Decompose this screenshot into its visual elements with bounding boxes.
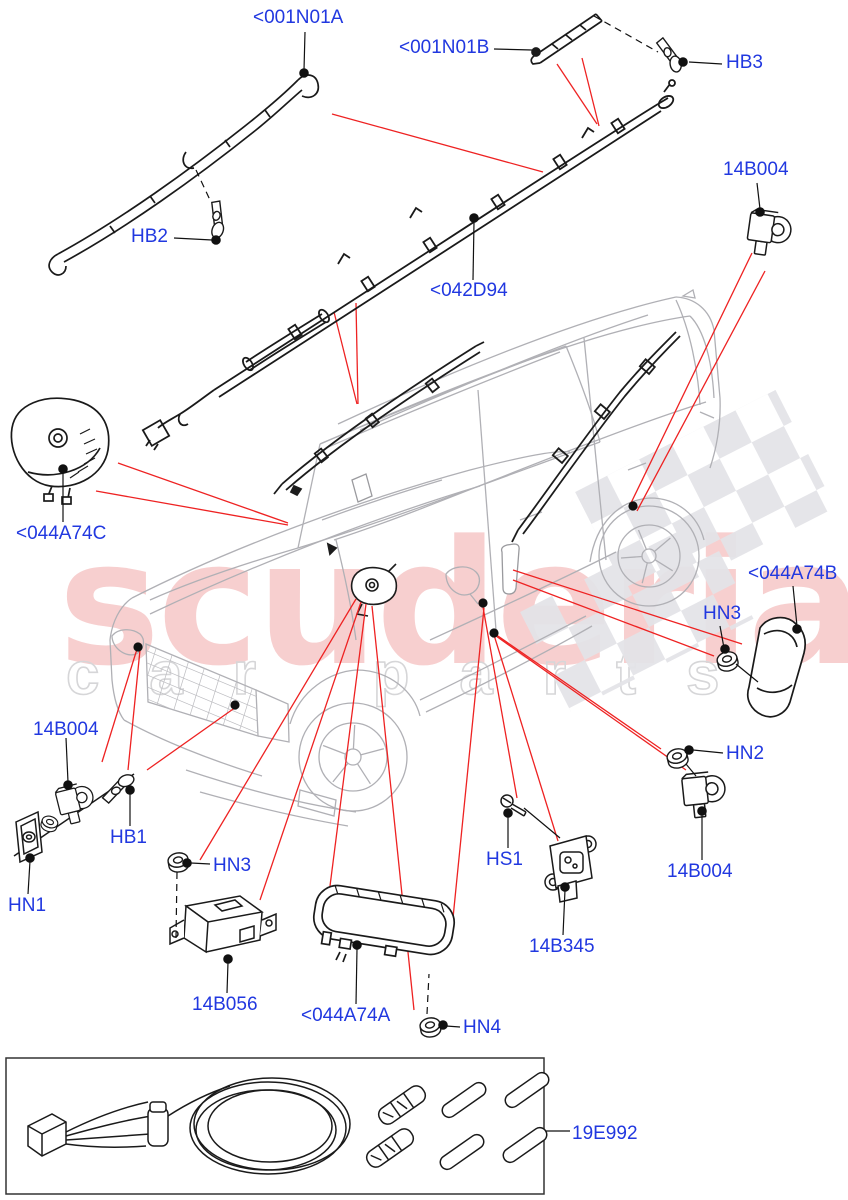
part-label-001n01b[interactable]: <001N01B <box>399 37 490 58</box>
part-label-hn4[interactable]: HN4 <box>463 1017 502 1038</box>
part-label-14b345[interactable]: 14B345 <box>529 936 595 957</box>
curtain-airbag-042d94 <box>141 79 676 451</box>
part-label-hn2[interactable]: HN2 <box>726 743 765 764</box>
wiring-kit-19e992 <box>5 1057 553 1195</box>
driver-airbag-044a74c <box>10 397 110 505</box>
mount-rail-001n01b <box>530 13 603 65</box>
passenger-airbag-044a74a <box>312 884 456 963</box>
part-label-19e992[interactable]: 19E992 <box>572 1123 638 1144</box>
part-label-14b004-right[interactable]: 14B004 <box>667 861 733 882</box>
part-label-001n01a[interactable]: <001N01A <box>253 7 344 28</box>
part-label-044a74c[interactable]: <044A74C <box>16 523 107 544</box>
part-label-044a74a[interactable]: <044A74A <box>301 1005 391 1026</box>
part-label-hb1[interactable]: HB1 <box>110 827 147 848</box>
watermark-layer: scuderia car parts <box>58 389 848 712</box>
part-label-hb2[interactable]: HB2 <box>131 226 168 247</box>
bolt-hb3 <box>655 34 684 76</box>
part-label-14b004-top[interactable]: 14B004 <box>723 159 789 180</box>
airbag-control-module-14b056 <box>169 895 277 954</box>
part-label-hb3[interactable]: HB3 <box>726 52 763 73</box>
nut-hn4 <box>418 1015 443 1040</box>
part-label-hn3-right[interactable]: HN3 <box>703 603 742 624</box>
part-label-hn3-center[interactable]: HN3 <box>213 855 252 876</box>
screw-hs1 <box>500 794 527 817</box>
part-label-14b056[interactable]: 14B056 <box>192 994 258 1015</box>
impact-sensor-14b345 <box>544 835 597 903</box>
bolt-hb2 <box>200 197 234 241</box>
side-airbag-044a74b <box>746 616 806 718</box>
front-sensor-group-left <box>13 772 140 864</box>
checkered-flag-pattern <box>520 389 836 712</box>
leader-lines <box>25 15 802 1132</box>
curtain-airbag-on-car <box>273 331 681 556</box>
part-label-hn1[interactable]: HN1 <box>8 895 47 916</box>
curtain-rail-001n01a <box>48 74 320 276</box>
part-label-042d94[interactable]: <042D94 <box>430 280 508 301</box>
part-label-14b004-left[interactable]: 14B004 <box>33 719 99 740</box>
impact-sensor-14b004-top <box>744 208 794 259</box>
part-label-044a74b[interactable]: <044A74B <box>748 563 838 584</box>
dash-sensor-bracket <box>350 563 398 617</box>
part-label-hs1[interactable]: HS1 <box>486 849 523 870</box>
